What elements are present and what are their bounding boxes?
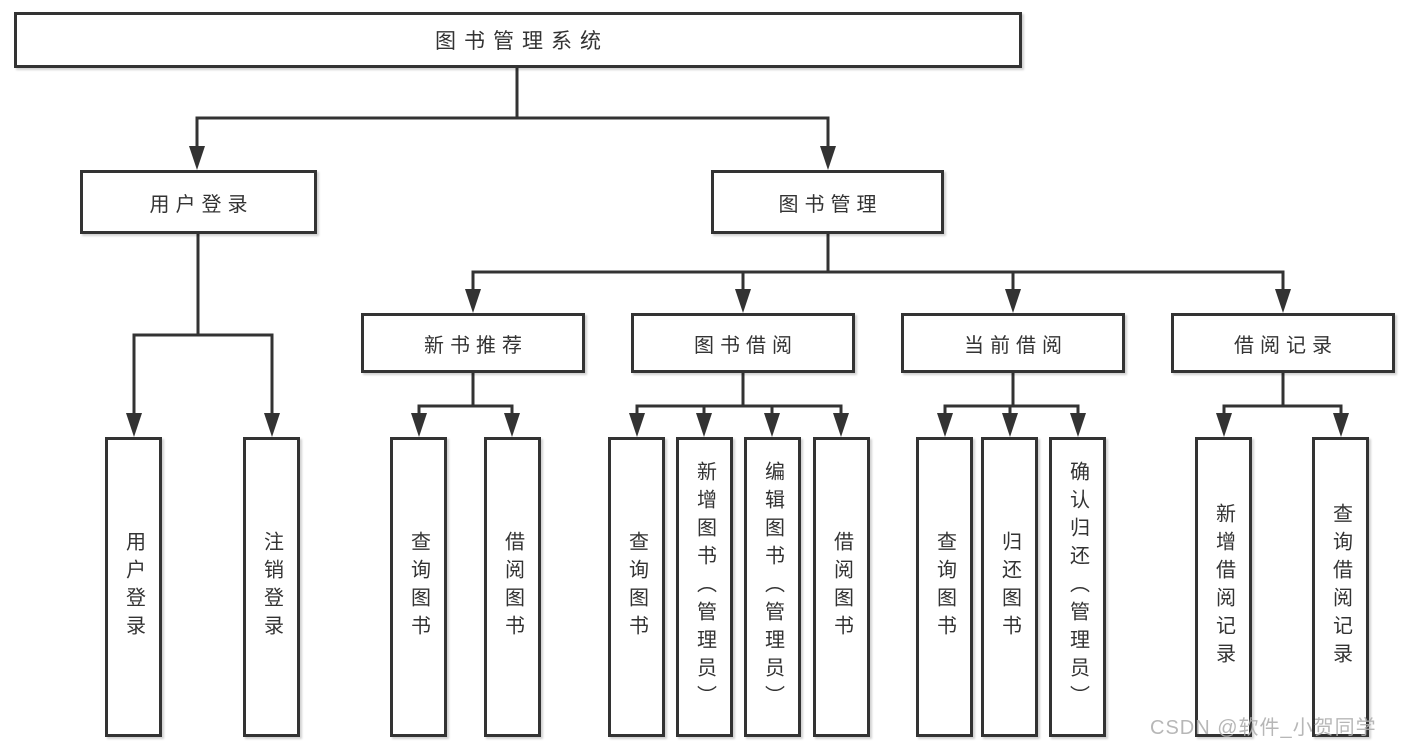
node-label: 新增借阅记录 — [1212, 503, 1235, 671]
node-user-login-group: 用户登录 — [80, 170, 317, 234]
node-label: 新增图书（管理员） — [693, 461, 716, 713]
node-current-borrowing: 当前借阅 — [901, 313, 1125, 373]
node-borrowing-records: 借阅记录 — [1171, 313, 1395, 373]
node-label: 用户登录 — [122, 531, 145, 643]
node-label: 图书管理系统 — [435, 30, 609, 53]
node-logout: 注销登录 — [243, 437, 300, 737]
node-label: 注销登录 — [260, 531, 283, 643]
node-user-login: 用户登录 — [105, 437, 162, 737]
node-add-book-admin: 新增图书（管理员） — [676, 437, 733, 737]
node-query-book-borrowing: 查询图书 — [608, 437, 665, 737]
node-borrow-book-borrowing: 借阅图书 — [813, 437, 870, 737]
node-edit-book-admin: 编辑图书（管理员） — [744, 437, 801, 737]
node-label: 查询借阅记录 — [1329, 503, 1352, 671]
node-label: 归还图书 — [998, 531, 1021, 643]
node-label: 确认归还（管理员） — [1066, 461, 1089, 713]
node-label: 图书借阅 — [694, 334, 798, 357]
node-query-book-recommend: 查询图书 — [390, 437, 447, 737]
node-label: 图书管理 — [778, 193, 883, 216]
node-book-borrowing: 图书借阅 — [631, 313, 855, 373]
node-label: 查询图书 — [407, 531, 430, 643]
node-library-management-system: 图书管理系统 — [14, 12, 1022, 68]
node-borrow-book-recommend: 借阅图书 — [484, 437, 541, 737]
node-label: 借阅图书 — [501, 531, 524, 643]
node-label: 查询图书 — [625, 531, 648, 643]
node-book-management: 图书管理 — [711, 170, 944, 234]
node-return-book: 归还图书 — [981, 437, 1038, 737]
node-label: 用户登录 — [149, 193, 254, 216]
node-label: 编辑图书（管理员） — [761, 461, 784, 713]
node-query-book-current: 查询图书 — [916, 437, 973, 737]
node-new-book-recommendation: 新书推荐 — [361, 313, 585, 373]
node-confirm-return-admin: 确认归还（管理员） — [1049, 437, 1106, 737]
csdn-watermark: CSDN @软件_小贺同学 — [1150, 717, 1377, 739]
node-query-borrow-record: 查询借阅记录 — [1312, 437, 1369, 737]
node-label: 借阅图书 — [830, 531, 853, 643]
node-label: 查询图书 — [933, 531, 956, 643]
node-label: 新书推荐 — [424, 334, 528, 357]
node-label: 借阅记录 — [1234, 334, 1338, 357]
node-label: 当前借阅 — [964, 334, 1068, 357]
node-add-borrow-record: 新增借阅记录 — [1195, 437, 1252, 737]
